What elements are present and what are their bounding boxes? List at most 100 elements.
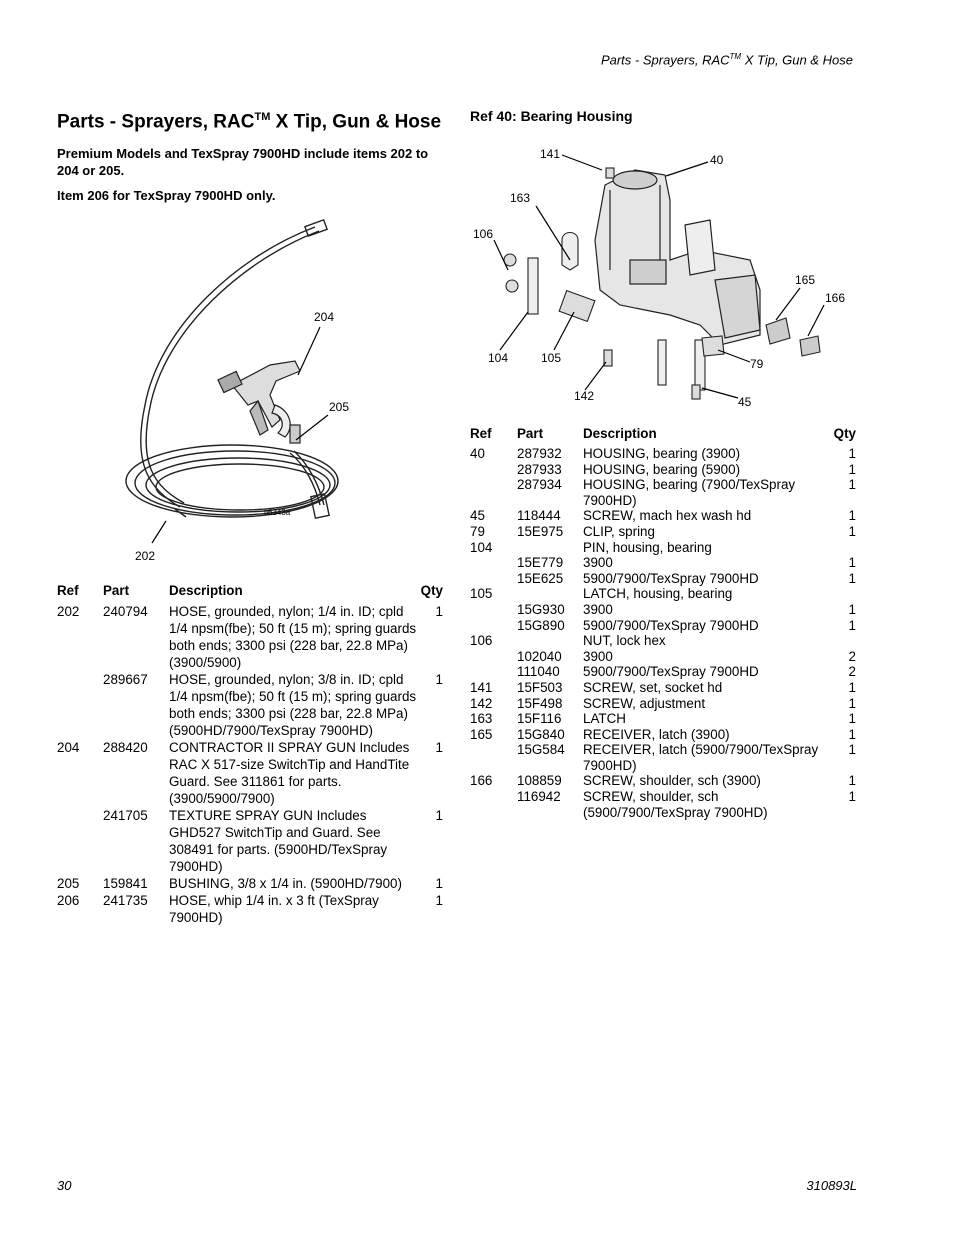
cell-part: 15F503: [517, 679, 563, 695]
cell-qty: 1: [435, 893, 443, 908]
bearing-housing-title: Ref 40: Bearing Housing: [470, 108, 633, 124]
cell-part: 111040: [517, 664, 560, 680]
cell-qty: 1: [435, 740, 443, 755]
cell-description: HOUSING, bearing (5900): [583, 461, 741, 477]
cell-ref: [470, 555, 517, 571]
cell-description: PIN, housing, bearing: [583, 539, 712, 555]
column-header-qty: Qty: [833, 426, 856, 441]
column-header-part: Part: [517, 426, 544, 441]
trademark-mark: TM: [254, 111, 271, 123]
cell-ref: [470, 742, 517, 773]
column-header-ref: Ref: [470, 426, 492, 441]
cell-ref: 142: [470, 695, 493, 711]
cell-ref: 202: [57, 604, 80, 619]
cell-qty: 2: [848, 648, 856, 664]
cell-description: SCREW, set, socket hd: [583, 679, 723, 695]
cell-description: RECEIVER, latch (3900): [583, 726, 730, 742]
cell-qty: 1: [848, 523, 856, 539]
cell-ref: [470, 602, 517, 618]
cell-qty: 1: [435, 604, 443, 619]
figure-id: ti6343a: [264, 508, 291, 517]
item-206-note: Item 206 for TexSpray 7900HD only.: [57, 188, 276, 203]
cell-description: 5900/7900/TexSpray 7900HD: [583, 570, 759, 586]
cell-part: 116942: [517, 789, 561, 805]
cell-part: 15G890: [517, 617, 565, 633]
cell-ref: [470, 462, 517, 478]
running-header-text: Parts - Sprayers, RAC: [600, 52, 730, 68]
column-header-part: Part: [103, 583, 130, 598]
cell-description: SCREW, adjustment: [583, 695, 706, 711]
cell-description: 5900/7900/TexSpray 7900HD: [583, 617, 759, 633]
cell-qty: 1: [848, 726, 856, 742]
cell-ref: 45: [470, 508, 485, 524]
cell-description: HOSE, grounded, nylon; 3/8 in. ID; cpld …: [169, 672, 417, 738]
document-number: 310893L: [806, 1178, 857, 1193]
cell-part: 15G930: [517, 601, 565, 617]
trademark-mark: TM: [729, 52, 742, 61]
cell-part: 118444: [517, 508, 561, 524]
cell-ref: [470, 477, 517, 508]
cell-description: 3900: [583, 648, 613, 664]
cell-part: 15F116: [517, 711, 562, 727]
cell-description: TEXTURE SPRAY GUN Includes GHD527 Switch…: [169, 808, 388, 874]
table-header-row: Ref Part Description Qty: [57, 583, 443, 603]
section-title: Parts - Sprayers, RACTM X Tip, Gun & Hos…: [57, 111, 441, 133]
callout-204: 204: [314, 310, 334, 324]
table-row: 15E625 5900/7900/TexSpray 7900HD 1: [470, 571, 856, 587]
cell-part: 287933: [517, 461, 562, 477]
table-row: 142 15F498 SCREW, adjustment 1: [470, 696, 856, 712]
cell-description: BUSHING, 3/8 x 1/4 in. (5900HD/7900): [169, 876, 402, 891]
cell-ref: 141: [470, 679, 493, 695]
cell-qty: 1: [848, 555, 856, 571]
cell-qty: 1: [848, 742, 856, 758]
cell-ref: 105: [470, 586, 493, 602]
cell-part: 15E625: [517, 570, 564, 586]
cell-ref: [470, 664, 517, 680]
cell-part: 15F498: [517, 695, 563, 711]
cell-ref: 106: [470, 633, 493, 649]
gun-hose-illustration: 204 205 202 ti6343a: [125, 218, 349, 563]
cell-ref: [470, 618, 517, 634]
cell-qty: 1: [848, 711, 856, 727]
cell-description: 5900/7900/TexSpray 7900HD: [583, 664, 759, 680]
cell-part: 159841: [103, 876, 148, 891]
cell-part: 102040: [517, 648, 562, 664]
callout-141: 141: [540, 147, 560, 161]
cell-description: LATCH, housing, bearing: [583, 586, 733, 602]
cell-ref: 40: [470, 446, 485, 461]
cell-part: 241705: [103, 808, 148, 823]
callout-45: 45: [738, 395, 752, 409]
bearing-housing-illustration: 141 40 163 106 165 166 104 105 79 142 45: [473, 147, 845, 409]
cell-ref: 204: [57, 740, 80, 755]
table-row: 241705 TEXTURE SPRAY GUN Includes GHD527 …: [57, 807, 443, 875]
callout-105: 105: [541, 351, 561, 365]
cell-ref: [57, 807, 103, 875]
running-header-text-end: X Tip, Gun & Hose: [741, 52, 853, 68]
cell-part: 287932: [517, 446, 562, 461]
cell-qty: 1: [848, 789, 856, 805]
callout-104: 104: [488, 351, 508, 365]
callout-79: 79: [750, 357, 764, 371]
cell-ref: [57, 671, 103, 739]
cell-qty: 1: [848, 570, 856, 586]
cell-description: SCREW, mach hex wash hd: [583, 508, 752, 524]
cell-ref: 163: [470, 711, 493, 727]
cell-part: 287934: [517, 477, 562, 493]
cell-part: 241735: [103, 893, 148, 908]
cell-qty: 1: [848, 695, 856, 711]
cell-qty: [833, 540, 856, 556]
